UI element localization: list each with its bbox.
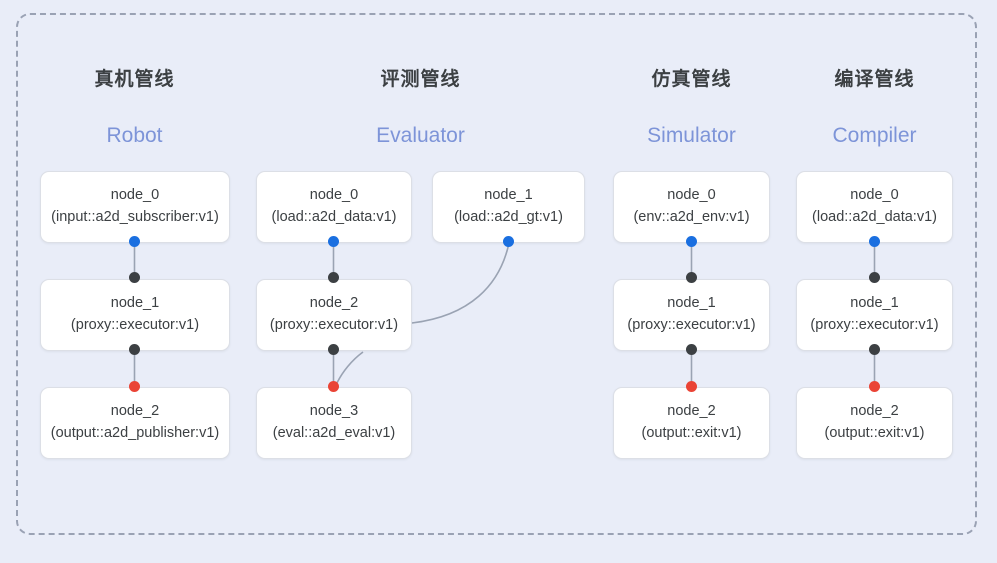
node-type: (load::a2d_data:v1) [812, 209, 937, 225]
node-robot-1[interactable]: node_1 (proxy::executor:v1) [40, 279, 230, 351]
column-title-en-evaluator: Evaluator [376, 124, 465, 147]
column-title-cn-compiler: 编译管线 [834, 69, 915, 90]
column-title-en-simulator: Simulator [647, 124, 736, 147]
port-input-simulator-1[interactable] [686, 272, 697, 283]
node-name: node_3 [309, 403, 359, 420]
port-input-robot-2[interactable] [129, 381, 140, 392]
port-output-compiler-1[interactable] [869, 344, 880, 355]
node-simulator-1[interactable]: node_1 (proxy::executor:v1) [613, 279, 770, 351]
node-compiler-2[interactable]: node_2 (output::exit:v1) [796, 387, 953, 459]
node-name: node_2 [309, 295, 359, 312]
port-output-evaluator-0[interactable] [328, 236, 339, 247]
node-type: (eval::a2d_eval:v1) [272, 425, 396, 441]
node-name: node_1 [110, 295, 160, 312]
column-title-cn-evaluator: 评测管线 [380, 69, 461, 90]
node-type: (load::a2d_data:v1) [271, 209, 397, 225]
node-type: (input::a2d_subscriber:v1) [51, 209, 219, 225]
node-type: (proxy::executor:v1) [269, 317, 399, 333]
node-evaluator-2[interactable]: node_2 (proxy::executor:v1) [256, 279, 412, 351]
node-compiler-0[interactable]: node_0 (load::a2d_data:v1) [796, 171, 953, 243]
port-output-robot-1[interactable] [129, 344, 140, 355]
node-name: node_0 [110, 187, 160, 204]
node-name: node_0 [309, 187, 359, 204]
port-input-evaluator-2[interactable] [328, 272, 339, 283]
port-input-compiler-1[interactable] [869, 272, 880, 283]
node-name: node_2 [667, 403, 716, 420]
node-name: node_2 [110, 403, 160, 420]
node-name: node_2 [850, 403, 899, 420]
node-robot-2[interactable]: node_2 (output::a2d_publisher:v1) [40, 387, 230, 459]
column-title-cn-robot: 真机管线 [94, 69, 175, 90]
node-name: node_1 [484, 187, 533, 204]
port-input-evaluator-3[interactable] [328, 381, 339, 392]
column-title-en-robot: Robot [106, 124, 163, 147]
port-input-robot-1[interactable] [129, 272, 140, 283]
node-type: (env::a2d_env:v1) [633, 209, 750, 225]
node-compiler-1[interactable]: node_1 (proxy::executor:v1) [796, 279, 953, 351]
node-name: node_0 [667, 187, 716, 204]
node-simulator-2[interactable]: node_2 (output::exit:v1) [613, 387, 770, 459]
node-robot-0[interactable]: node_0 (input::a2d_subscriber:v1) [40, 171, 230, 243]
node-name: node_1 [667, 295, 716, 312]
node-type: (proxy::executor:v1) [810, 317, 939, 333]
port-output-compiler-0[interactable] [869, 236, 880, 247]
node-name: node_1 [850, 295, 899, 312]
port-input-simulator-2[interactable] [686, 381, 697, 392]
port-output-robot-0[interactable] [129, 236, 140, 247]
node-type: (output::exit:v1) [824, 425, 925, 441]
node-evaluator-3[interactable]: node_3 (eval::a2d_eval:v1) [256, 387, 412, 459]
node-type: (load::a2d_gt:v1) [454, 209, 563, 225]
port-input-compiler-2[interactable] [869, 381, 880, 392]
node-name: node_0 [850, 187, 899, 204]
port-output-evaluator-1[interactable] [503, 236, 514, 247]
column-title-en-compiler: Compiler [832, 124, 917, 147]
node-evaluator-1[interactable]: node_1 (load::a2d_gt:v1) [432, 171, 585, 243]
node-type: (proxy::executor:v1) [70, 317, 200, 333]
port-output-simulator-0[interactable] [686, 236, 697, 247]
node-type: (output::exit:v1) [641, 425, 742, 441]
node-simulator-0[interactable]: node_0 (env::a2d_env:v1) [613, 171, 770, 243]
node-evaluator-0[interactable]: node_0 (load::a2d_data:v1) [256, 171, 412, 243]
node-type: (proxy::executor:v1) [627, 317, 756, 333]
node-type: (output::a2d_publisher:v1) [50, 425, 220, 441]
port-output-evaluator-2[interactable] [328, 344, 339, 355]
column-title-cn-simulator: 仿真管线 [651, 69, 732, 90]
port-output-simulator-1[interactable] [686, 344, 697, 355]
